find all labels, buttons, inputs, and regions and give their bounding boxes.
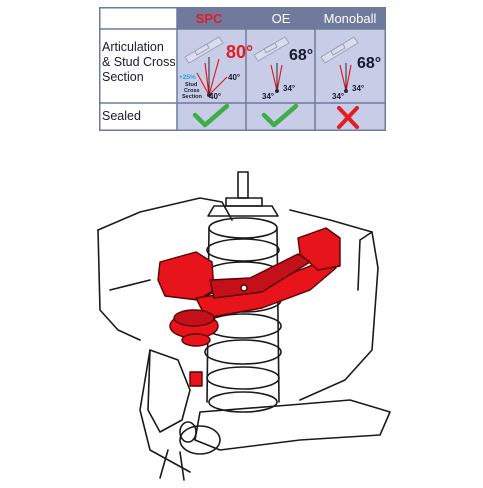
frame-left-outline [97, 197, 233, 231]
spc-note-line3: Section [182, 94, 203, 100]
spc-sealed-check-icon [192, 103, 230, 128]
upper-control-arm [157, 227, 341, 387]
row-label-sealed: Sealed [102, 109, 141, 123]
spc-side-angle: 40° [228, 73, 240, 82]
header-blank-cell [99, 7, 177, 29]
oe-main-angle: 68° [289, 47, 313, 64]
header-row-bg [177, 7, 386, 29]
lower-control-arm [194, 399, 391, 451]
monoball-articulation-diagram: 68° 34° 34° [320, 36, 381, 101]
monoball-main-angle: 68° [357, 55, 381, 72]
monoball-left-angle: 34° [332, 92, 344, 101]
label-column [99, 29, 177, 131]
column-header-oe: OE [272, 11, 291, 26]
spc-note-percent: +25% [179, 74, 196, 81]
monoball-sealed-cross-icon [337, 106, 359, 129]
row-label-articulation-line3: Section [102, 70, 144, 84]
steering-knuckle [147, 349, 191, 433]
oe-articulation-diagram: 68° 34° 34° [253, 36, 313, 101]
spc-note-line1: Stud [185, 82, 197, 88]
oe-left-angle: 34° [262, 92, 274, 101]
suspension-illustration [0, 150, 483, 483]
column-header-spc: SPC [196, 11, 223, 26]
spc-articulation-diagram: 80° 40° 40° +25% Stud Cross Section [179, 36, 253, 101]
spc-note-line2: Cross [184, 88, 200, 94]
frame-right-outline [289, 209, 379, 401]
oe-sealed-check-icon [261, 103, 299, 128]
spring-seat-top [207, 205, 279, 217]
monoball-right-angle: 34° [352, 84, 364, 93]
row-label-articulation-line1: Articulation [102, 40, 164, 54]
spc-bottom-angle: 40° [209, 92, 221, 101]
column-header-monoball: Monoball [324, 11, 377, 26]
spc-main-angle: 80° [226, 42, 253, 62]
oe-right-angle: 34° [283, 84, 295, 93]
row-label-articulation-line2: & Stud Cross [102, 55, 176, 69]
table-grid [99, 7, 386, 131]
comparison-table: SPC OE Monoball Articulation & Stud Cros… [99, 7, 386, 131]
strut-rod [237, 171, 249, 199]
